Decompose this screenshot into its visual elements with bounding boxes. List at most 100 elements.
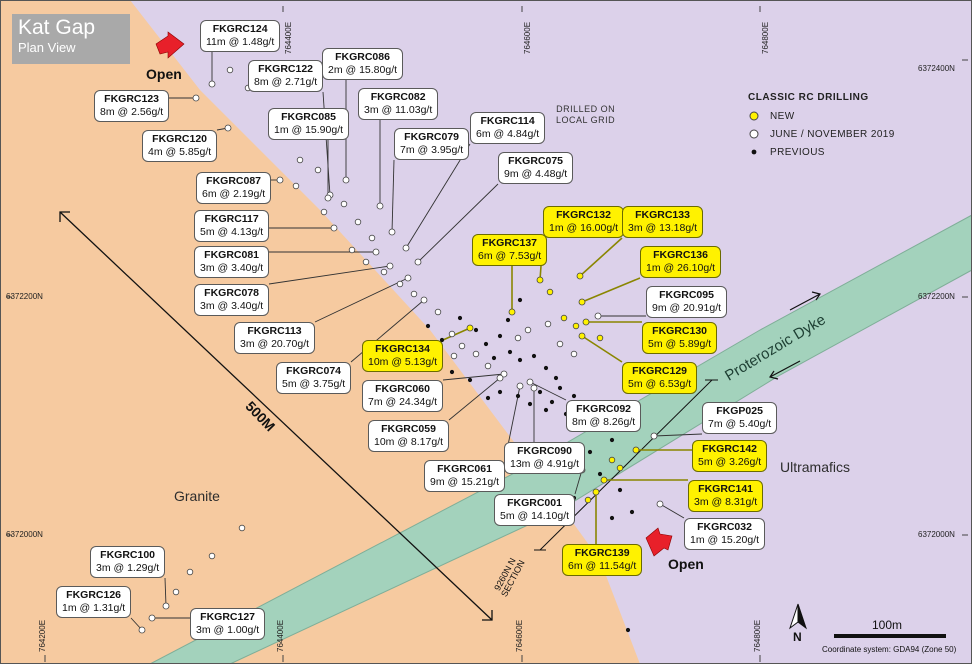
hole-id: FKGP025 (716, 405, 763, 417)
northing-label: 6372400N (918, 64, 955, 73)
leader-line (417, 183, 499, 263)
drill-hole-marker (491, 355, 497, 361)
drill-hole-marker (354, 218, 362, 226)
intercept-value: 5m @ 14.10g/t (500, 510, 570, 522)
hole-id: FKGRC141 (698, 483, 754, 495)
drill-hole-marker (616, 464, 624, 472)
drill-hole-marker (582, 318, 590, 326)
intercept-value: 1m @ 15.20g/t (690, 534, 760, 546)
drill-hole-marker (508, 308, 516, 316)
distance-arrow (59, 211, 493, 621)
drill-hole-marker (543, 365, 549, 371)
drill-hole-marker (396, 280, 404, 288)
easting-label: 764800E (761, 21, 770, 54)
drill-hole-marker (530, 384, 538, 392)
drill-hole-marker (388, 228, 396, 236)
drill-hole-marker (292, 182, 300, 190)
drill-hole-marker (425, 323, 431, 329)
drill-hole-marker (362, 258, 370, 266)
drill-hole-marker (625, 627, 631, 633)
hole-id: FKGRC139 (574, 547, 630, 559)
intercept-value: 8m @ 2.71g/t (254, 76, 318, 88)
drill-hole-marker (192, 94, 200, 102)
hole-id: FKGRC123 (104, 93, 160, 105)
north-label: N (793, 630, 802, 644)
white-circle-icon (748, 129, 760, 139)
hole-id: FKGRC061 (437, 463, 492, 475)
leader-line (405, 143, 471, 249)
drill-hole-marker (572, 322, 580, 330)
drill-hole-marker (592, 488, 600, 496)
intercept-value: 6m @ 4.84g/t (476, 128, 540, 140)
hole-id: FKGRC120 (152, 133, 208, 145)
intercept-value: 9m @ 20.91g/t (652, 302, 722, 314)
drill-hole-marker (434, 308, 442, 316)
drill-hole-marker (578, 332, 586, 340)
hole-id: FKGRC130 (652, 325, 708, 337)
drill-hole-marker (483, 341, 489, 347)
leader-line (653, 433, 703, 437)
drill-hole-marker (276, 176, 284, 184)
north-arrow-icon (789, 603, 807, 630)
hole-id: FKGRC127 (200, 611, 256, 623)
drill-hole-marker (457, 315, 463, 321)
leader-line (659, 503, 685, 519)
easting-label: 764200E (38, 619, 47, 652)
drill-hole-marker (224, 124, 232, 132)
hole-id: FKGRC074 (286, 365, 342, 377)
leader-line (581, 277, 641, 303)
drill-hole-marker (584, 496, 592, 504)
leader-line (164, 577, 167, 607)
drill-hole-marker (527, 401, 533, 407)
map-title: Kat Gap (18, 16, 96, 39)
drill-hole-marker (386, 262, 394, 270)
drill-hole-marker (557, 385, 563, 391)
drill-hole-marker (485, 395, 491, 401)
drill-hole-marker (208, 80, 216, 88)
intercept-value: 8m @ 8.26g/t (572, 416, 636, 428)
leader-line (574, 469, 583, 495)
drill-hole-marker (330, 224, 338, 232)
hole-id: FKGRC086 (335, 51, 390, 63)
drill-hole-marker (578, 298, 586, 306)
intercept-value: 3m @ 3.40g/t (200, 300, 264, 312)
drill-hole-marker (596, 334, 604, 342)
drill-hole-marker (516, 382, 524, 390)
drill-hole-marker (148, 614, 156, 622)
black-dot-icon (748, 147, 760, 157)
drill-hole-marker (320, 208, 328, 216)
drill-hole-marker (609, 437, 615, 443)
drill-hole-marker (162, 602, 170, 610)
hole-id: FKGRC134 (375, 343, 430, 355)
granite-label: Granite (174, 488, 220, 504)
drill-hole-marker (472, 350, 480, 358)
drill-holes (138, 66, 664, 634)
hole-id: FKGRC087 (206, 175, 262, 187)
northing-label: 6372000N (6, 530, 43, 539)
drill-hole-marker (466, 324, 474, 332)
drill-hole-marker (484, 362, 492, 370)
hole-id: FKGRC132 (556, 209, 611, 221)
leader-line (314, 277, 409, 323)
intercept-value: 10m @ 8.17g/t (374, 436, 444, 448)
drill-hole-marker (553, 375, 559, 381)
drill-hole-marker (570, 350, 578, 358)
hole-id: FKGRC124 (212, 23, 268, 35)
intercept-value: 5m @ 3.26g/t (698, 456, 762, 468)
intercept-value: 5m @ 6.53g/t (628, 378, 692, 390)
dyke-arrows (769, 291, 821, 380)
intercept-value: 8m @ 2.56g/t (100, 106, 164, 118)
local-grid-note: DRILLED ON LOCAL GRID (556, 104, 615, 126)
intercept-value: 1m @ 15.90g/t (274, 124, 344, 136)
